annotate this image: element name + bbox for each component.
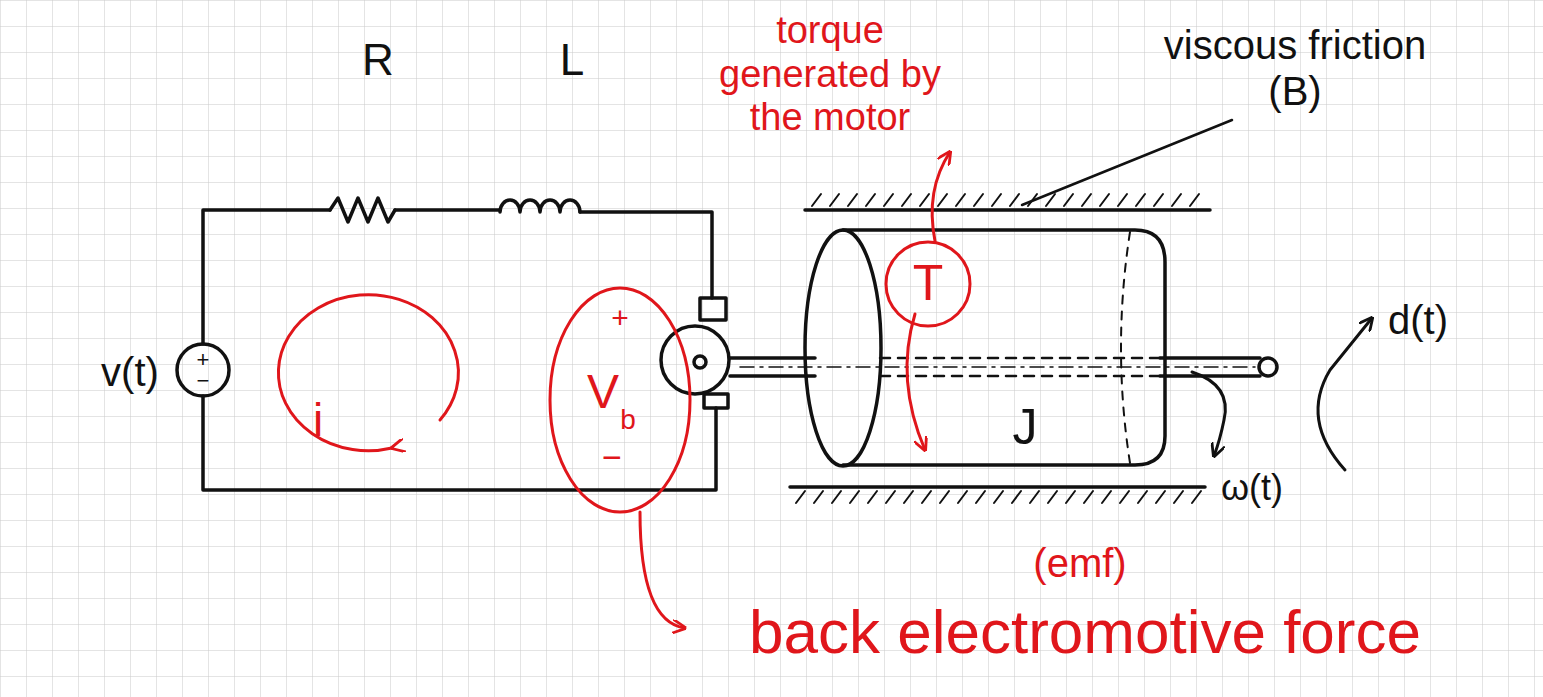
hatch-mark: [1082, 194, 1091, 206]
signal-name: d(t): [1388, 297, 1448, 343]
hatch-mark: [1048, 491, 1057, 503]
polarity-sign: −: [197, 368, 210, 393]
polarity-sign: −: [602, 438, 622, 477]
hatch-mark: [812, 194, 821, 206]
inertia-disk: [805, 230, 881, 466]
signal-name: ω(t): [1221, 467, 1283, 508]
resistor-symbol: [330, 198, 395, 222]
inertia-body: [843, 230, 1165, 465]
component-label: L: [560, 35, 584, 86]
signal-name: V: [587, 364, 619, 419]
hatch-mark: [902, 194, 911, 206]
hatch-mark: [1066, 491, 1075, 503]
subscript: b: [620, 404, 636, 436]
hatch-mark: [1030, 491, 1039, 503]
motor-brush: [704, 394, 728, 408]
hatch-mark: [1010, 194, 1019, 206]
current-arrow: [278, 295, 458, 451]
wall-hatching: [796, 194, 1201, 503]
voltage-source: [177, 344, 229, 396]
inductor-symbol: [500, 200, 580, 212]
leader-line: [1022, 120, 1232, 205]
hatch-mark: [814, 491, 823, 503]
hatch-mark: [994, 491, 1003, 503]
motor-axle: [694, 356, 706, 368]
wire: [580, 212, 712, 298]
hatch-mark: [1154, 194, 1163, 206]
hatch-mark: [850, 491, 859, 503]
annotation: torque generated by the motor: [705, 9, 955, 140]
hatch-mark: [976, 491, 985, 503]
component-label: R: [362, 35, 394, 86]
wall: [805, 208, 1210, 212]
hatch-mark: [796, 491, 805, 503]
hatch-mark: [884, 194, 893, 206]
hatch-mark: [904, 491, 913, 503]
annotation: back electromotive force: [749, 596, 1421, 667]
torque-arrow: [907, 314, 925, 450]
hatch-mark: [1120, 491, 1129, 503]
inertia-end: [1121, 232, 1130, 463]
wire: [203, 396, 716, 490]
hatch-mark: [886, 491, 895, 503]
hatch-mark: [956, 194, 965, 206]
polarity-sign: +: [611, 301, 629, 336]
hatch-mark: [940, 491, 949, 503]
hatch-mark: [868, 491, 877, 503]
hatch-mark: [1174, 491, 1183, 503]
hatch-mark: [1136, 194, 1145, 206]
hatch-mark: [1192, 491, 1201, 503]
current-label: i: [313, 394, 323, 447]
hatch-mark: [830, 194, 839, 206]
motor-symbol: [661, 326, 729, 394]
hatch-mark: [848, 194, 857, 206]
annotation: (emf): [1033, 540, 1126, 586]
inertia-label: J: [1013, 399, 1038, 457]
wall: [790, 485, 1205, 489]
hatch-mark: [922, 491, 931, 503]
shaft-end: [1259, 358, 1277, 376]
hatch-mark: [938, 194, 947, 206]
wire: [203, 210, 330, 344]
callout-arrow: [932, 152, 950, 241]
motor-brush: [700, 298, 726, 320]
hatch-mark: [920, 194, 929, 206]
hatch-mark: [1012, 491, 1021, 503]
hatch-mark: [1102, 491, 1111, 503]
hatch-mark: [958, 491, 967, 503]
hatch-mark: [992, 194, 1001, 206]
callout-arrow: [640, 512, 685, 628]
annotation: viscous friction (B): [1155, 22, 1435, 114]
centerline: [740, 366, 1255, 368]
disturbance-arrow: [1318, 318, 1372, 470]
highlight-circle: [550, 288, 690, 512]
hatch-mark: [974, 194, 983, 206]
hatch-mark: [1100, 194, 1109, 206]
signal-name: v(t): [101, 349, 159, 395]
hatch-mark: [1156, 491, 1165, 503]
hatch-mark: [1118, 194, 1127, 206]
hatch-mark: [1190, 194, 1199, 206]
hatch-mark: [1172, 194, 1181, 206]
hatch-mark: [1138, 491, 1147, 503]
hatch-mark: [1084, 491, 1093, 503]
hatch-mark: [866, 194, 875, 206]
hatch-mark: [832, 491, 841, 503]
rotation-arrow: [1192, 372, 1225, 456]
highlight-circle: [886, 242, 970, 326]
wire: [395, 208, 500, 212]
torque-label: T: [913, 255, 944, 313]
hatch-mark: [1064, 194, 1073, 206]
